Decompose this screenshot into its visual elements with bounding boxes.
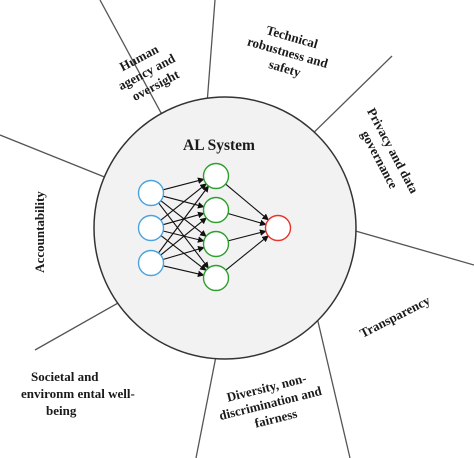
nn-edge: [225, 183, 269, 221]
label-privacy-governance: Privacy and data governance: [350, 105, 423, 206]
nn-hidden-node: [202, 196, 230, 224]
nn-edge: [160, 183, 207, 221]
nn-output-node: [264, 214, 292, 242]
divider-line-5: [315, 312, 351, 458]
nn-input-node: [137, 249, 165, 277]
nn-hidden-node: [202, 230, 230, 258]
nn-input-node: [137, 179, 165, 207]
nn-hidden-node: [202, 162, 230, 190]
label-human-agency: Human agency and oversight: [108, 35, 188, 107]
nn-edge: [227, 212, 267, 227]
nn-edge: [227, 229, 267, 242]
label-societal-wellbeing: Societal and environm ental well- being: [21, 369, 138, 418]
divider-line-3: [299, 55, 393, 147]
nn-edge: [162, 177, 205, 191]
label-technical-robustness: Technical robustness and safety: [241, 18, 337, 87]
nn-edge: [158, 185, 209, 254]
divider-line-8: [0, 134, 113, 181]
neural-network-icon: [137, 162, 292, 292]
nn-edge: [225, 235, 269, 271]
label-transparency: Transparency: [357, 292, 433, 340]
ai-system-title: AL System: [183, 137, 255, 154]
nn-edge: [163, 265, 205, 278]
nn-edge: [162, 246, 205, 261]
divider-line-4: [351, 229, 474, 266]
nn-edge: [160, 217, 207, 256]
label-accountability: Accountability: [32, 191, 47, 273]
nn-hidden-node: [202, 264, 230, 292]
ai-system-circle: [93, 96, 357, 360]
label-diversity-fairness: Diversity, non- discrimination and fairn…: [214, 367, 331, 439]
nn-input-node: [137, 214, 165, 242]
